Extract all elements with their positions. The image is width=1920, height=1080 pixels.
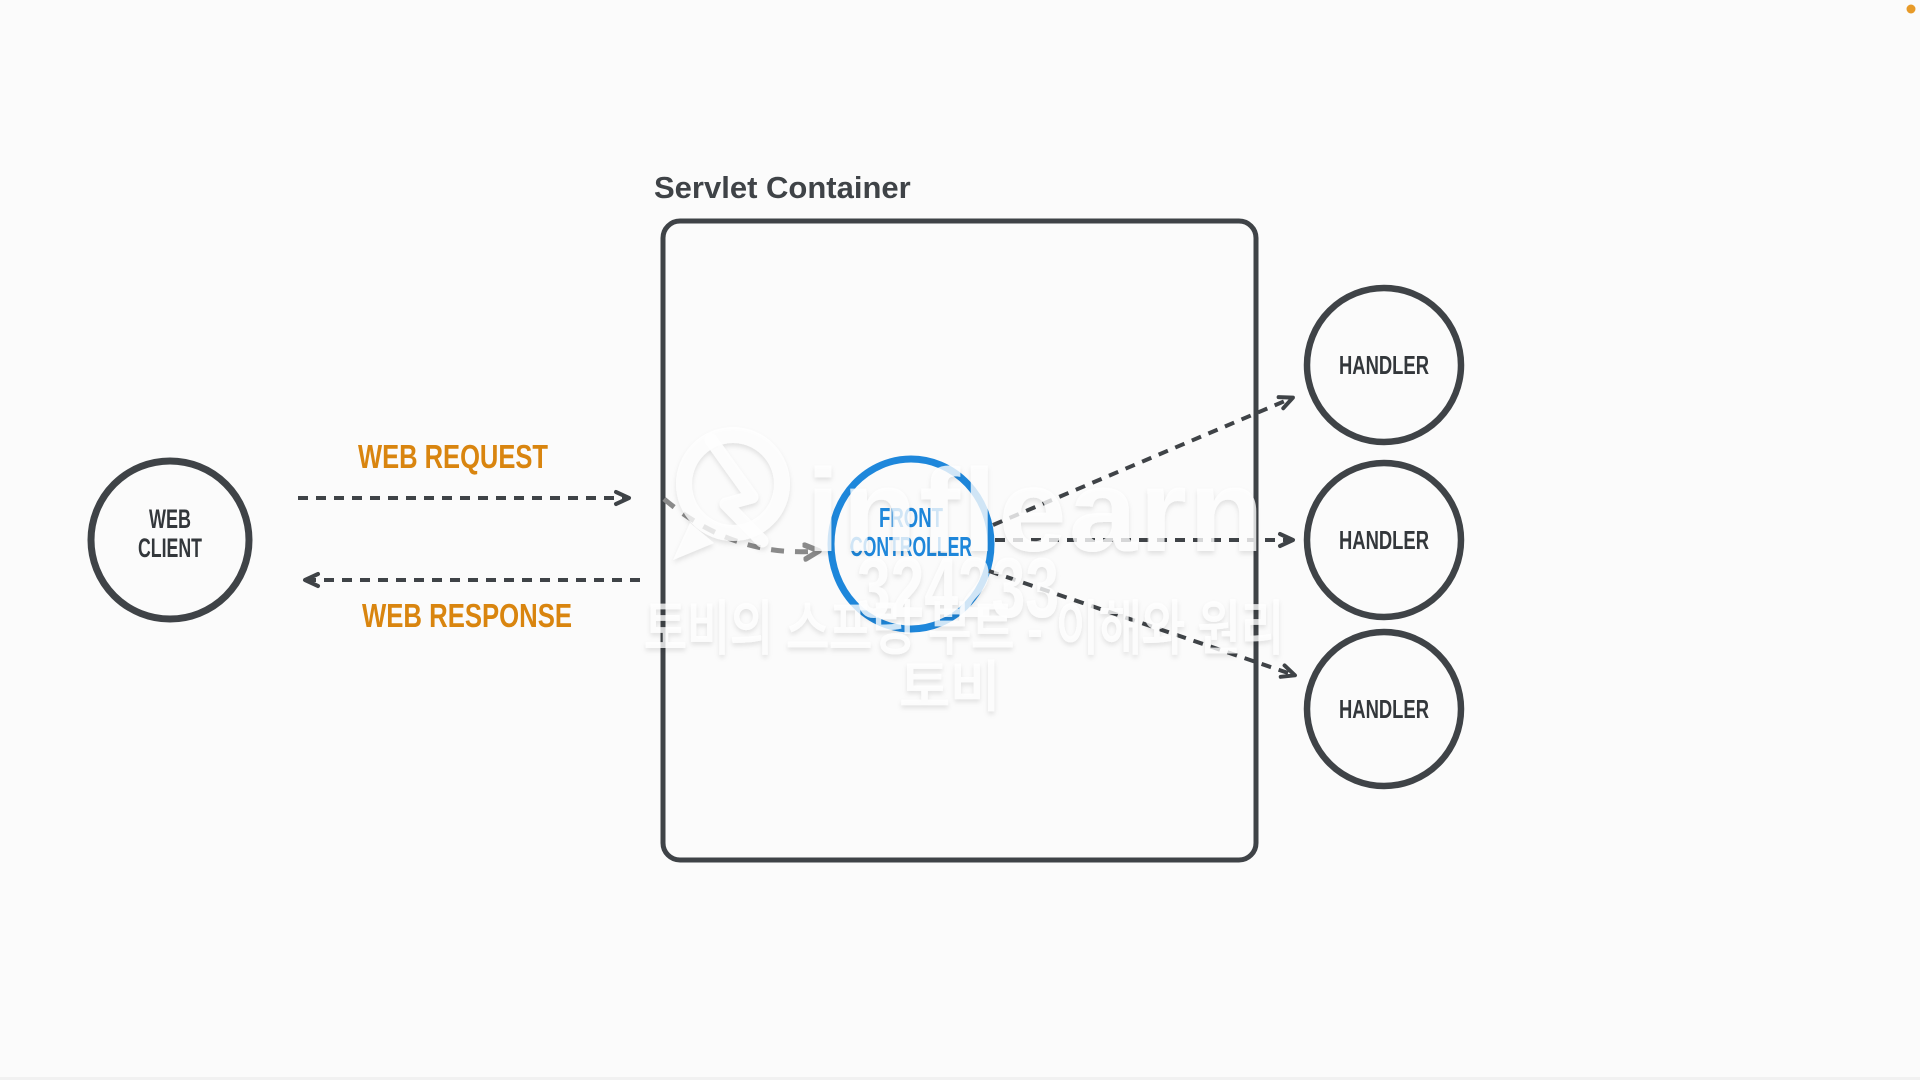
front-controller-label-line2: CONTROLLER [850,531,972,562]
handler-label: HANDLER [1339,525,1429,555]
inflearn-logo-icon [673,427,790,560]
watermark: inflearn 324233 토비의 스프링 부트 - 이해와 원리 토비 [644,427,1284,718]
servlet-container-title: Servlet Container [654,170,911,205]
web-client-label-line1: WEB [149,504,191,534]
logo-bubble [676,427,790,541]
web-request-label: WEB REQUEST [358,438,548,475]
web-client-circle [87,457,253,623]
watermark-brand-text: inflearn [806,445,1266,577]
bottom-edge-line [0,1077,1920,1080]
handler-circle [1303,284,1465,446]
orange-dot [1906,4,1916,14]
logo-bubble-tail [673,523,714,560]
web-client-label-line2: CLIENT [138,533,202,563]
watermark-text-line1: 토비의 스프링 부트 - 이해와 원리 [644,596,1284,662]
handler-label: HANDLER [1339,350,1429,380]
request-dispatch-curve-arrow [662,497,818,552]
logo-bolt [704,433,769,548]
web-response-label: WEB RESPONSE [362,597,572,634]
handler-circle [1303,459,1465,621]
watermark-number: 324233 [857,541,1059,636]
front-controller-label-line1: FRONT [879,502,943,533]
handler-circle [1303,628,1465,790]
watermark-text-line2: 토비 [899,656,1000,718]
handler-label: HANDLER [1339,694,1429,724]
front-controller-to-handler-arrow-top [992,395,1295,527]
front-controller-circle [827,455,995,633]
